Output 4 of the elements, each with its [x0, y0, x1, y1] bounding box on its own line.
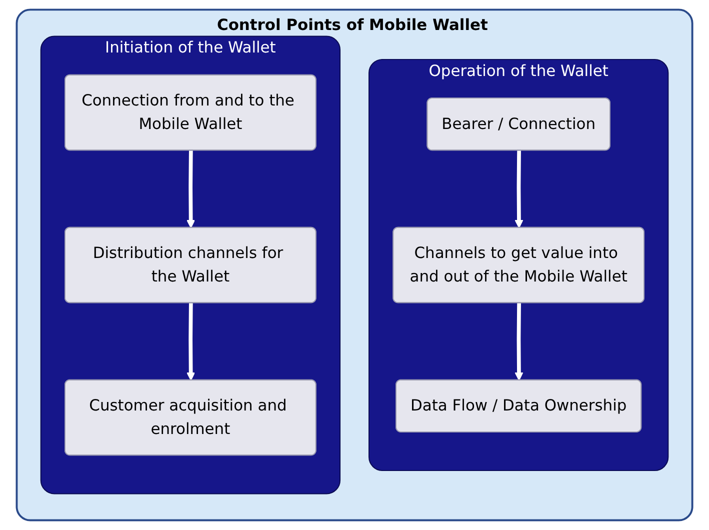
arrow: [186, 150, 196, 228]
arrow: [514, 303, 524, 381]
arrow: [186, 303, 196, 381]
arrow: [514, 150, 524, 228]
